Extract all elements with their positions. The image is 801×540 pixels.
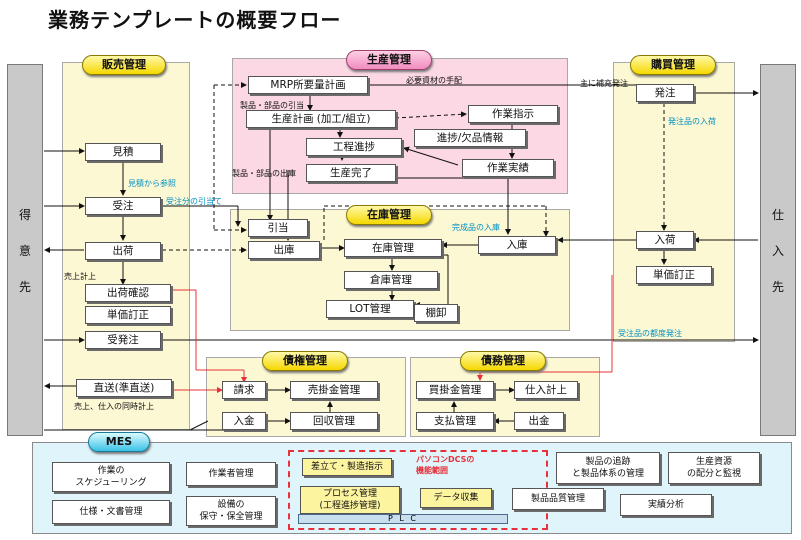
mes-data-collection-label: データ収集 xyxy=(433,493,479,503)
accounts-payable-box: 買掛金管理 xyxy=(416,381,494,399)
mes-equipment-maintenance-line1: 設備の xyxy=(217,500,245,510)
mes-dispatch-instruction-label: 差立て・製造指示 xyxy=(310,462,383,472)
order-placement-box: 受発注 xyxy=(85,331,161,349)
page-title: 業務テンプレートの概要フロー xyxy=(48,8,342,32)
customer-bar: 得 意 先 xyxy=(7,64,43,436)
section-production: 生産管理 xyxy=(346,50,432,70)
direct-delivery-box: 直送(準直送) xyxy=(76,379,172,397)
warehousing-box: 入庫 xyxy=(478,236,556,254)
supplier-bar-char-1: 仕 xyxy=(771,208,784,222)
pc-dcs-scope-line1: パソコンDCSの xyxy=(416,455,475,464)
label-replenishment-order: 主に補充発注 xyxy=(580,79,628,88)
mes-product-tracking-line2: と製品体系の管理 xyxy=(571,469,644,479)
section-payable: 債務管理 xyxy=(460,351,546,371)
mes-performance-analysis-label: 実績分析 xyxy=(647,500,684,510)
purchase-booking-box: 仕入計上 xyxy=(514,381,578,399)
accounts-receivable-box: 売掛金管理 xyxy=(290,381,378,399)
payment-receipt-box: 入金 xyxy=(222,412,266,430)
issue-box: 出庫 xyxy=(248,241,320,259)
purchase-order-box: 発注 xyxy=(636,84,694,102)
mes-process-management: プロセス管理 (工程進捗管理) xyxy=(300,486,400,514)
label-sales-booking: 売上計上 xyxy=(64,272,96,281)
lot-management-box: LOT管理 xyxy=(326,300,414,318)
payment-management-box: 支払管理 xyxy=(416,412,494,430)
billing-box: 請求 xyxy=(222,381,266,399)
mes-data-collection: データ収集 xyxy=(420,488,492,508)
mes-equipment-maintenance: 設備の 保守・保全管理 xyxy=(186,496,276,526)
label-finished-goods-receipt: 完成品の入庫 xyxy=(452,223,500,232)
shipping-confirm-box: 出荷確認 xyxy=(85,284,171,302)
work-instruction-box: 作業指示 xyxy=(468,105,558,123)
label-per-order-purchase: 受注品の都度発注 xyxy=(618,329,682,338)
shipping-box: 出荷 xyxy=(85,242,161,260)
purchasing-panel xyxy=(613,62,735,342)
collection-management-box: 回収管理 xyxy=(290,412,378,430)
pc-dcs-scope-label: パソコンDCSの 機能範囲 xyxy=(416,454,474,476)
section-receivable: 債権管理 xyxy=(262,351,348,371)
label-order-allocation: 受注分の引当て xyxy=(166,197,222,206)
stocktaking-box: 棚卸 xyxy=(414,304,458,322)
mes-worker-management-label: 作業者管理 xyxy=(208,469,254,479)
inventory-management-box: 在庫管理 xyxy=(344,239,442,257)
mes-resource-allocation-line1: 生産資源 xyxy=(695,457,732,467)
mes-quality-management-label: 製品品質管理 xyxy=(530,494,585,504)
mes-product-tracking: 製品の追跡 と製品体系の管理 xyxy=(556,452,660,484)
label-material-arrangement: 必要資材の手配 xyxy=(406,76,462,85)
work-result-box: 作業実績 xyxy=(462,159,554,177)
customer-bar-char-2: 意 xyxy=(18,244,31,258)
supplier-bar-char-2: 入 xyxy=(771,244,784,258)
receiving-box: 入荷 xyxy=(636,231,694,249)
mes-quality-management: 製品品質管理 xyxy=(512,488,604,510)
mes-spec-document-management: 仕様・文書管理 xyxy=(52,500,170,524)
process-progress-box: 工程進捗 xyxy=(306,138,402,156)
label-estimate-reference: 見積から参照 xyxy=(128,179,176,188)
label-ordered-goods-arrival: 発注品の入荷 xyxy=(668,117,716,126)
mes-equipment-maintenance-line2: 保守・保全管理 xyxy=(199,512,263,522)
sales-price-correction-box: 単価訂正 xyxy=(85,306,171,324)
mes-resource-allocation: 生産資源 の配分と監視 xyxy=(668,452,760,484)
customer-bar-char-3: 先 xyxy=(18,280,31,294)
plc-bar: P L C xyxy=(298,514,508,524)
section-mes: MES xyxy=(88,432,150,452)
label-simultaneous-booking: 売上、仕入の同時計上 xyxy=(74,402,154,411)
mes-resource-allocation-line2: の配分と監視 xyxy=(686,469,741,479)
section-purchasing: 購買管理 xyxy=(630,55,716,75)
production-plan-box: 生産計画 (加工/組立) xyxy=(246,110,396,128)
mes-work-scheduling-line2: スケジューリング xyxy=(75,478,147,488)
mes-performance-analysis: 実績分析 xyxy=(620,494,712,516)
order-box: 受注 xyxy=(85,197,161,215)
section-sales: 販売管理 xyxy=(82,55,166,75)
mes-work-scheduling-line1: 作業の xyxy=(97,466,125,476)
label-parts-issue: 製品・部品の出庫 xyxy=(232,169,296,178)
section-inventory: 在庫管理 xyxy=(346,205,432,225)
mes-work-scheduling: 作業の スケジューリング xyxy=(52,462,170,492)
supplier-bar-char-3: 先 xyxy=(771,280,784,294)
mes-product-tracking-line1: 製品の追跡 xyxy=(585,457,631,467)
label-parts-allocation: 製品・部品の引当 xyxy=(240,101,304,110)
mes-worker-management: 作業者管理 xyxy=(186,462,276,486)
customer-bar-char-1: 得 xyxy=(18,208,31,222)
mes-dispatch-instruction: 差立て・製造指示 xyxy=(302,458,392,476)
plc-label: P L C xyxy=(388,514,418,523)
supplier-bar: 仕 入 先 xyxy=(760,64,796,436)
mes-process-management-line2: (工程進捗管理) xyxy=(319,501,381,511)
estimate-box: 見積 xyxy=(85,143,161,161)
mes-process-management-line1: プロセス管理 xyxy=(322,489,377,499)
progress-info-box: 進捗/欠品情報 xyxy=(414,129,526,147)
pc-dcs-scope-line2: 機能範囲 xyxy=(416,466,448,475)
mrp-box: MRP所要量計画 xyxy=(248,76,368,94)
purchase-price-correction-box: 単価訂正 xyxy=(636,266,712,284)
allocation-box: 引当 xyxy=(248,219,308,237)
mes-spec-document-management-label: 仕様・文書管理 xyxy=(79,507,143,517)
disbursement-box: 出金 xyxy=(514,412,564,430)
warehouse-management-box: 倉庫管理 xyxy=(344,271,438,289)
production-complete-box: 生産完了 xyxy=(306,164,396,182)
